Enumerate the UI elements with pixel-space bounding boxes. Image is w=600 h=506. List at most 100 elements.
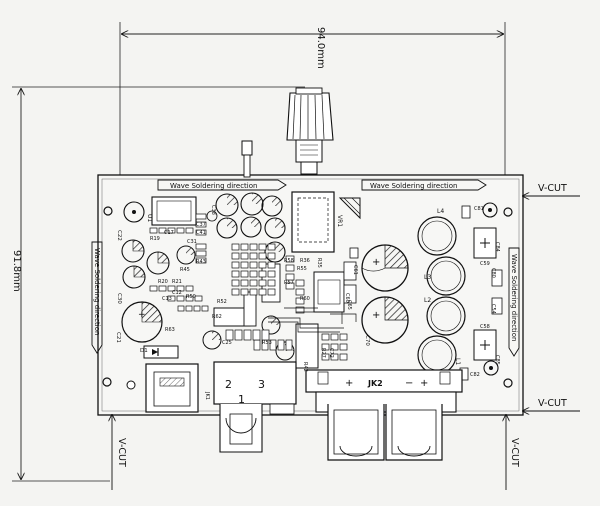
smd-part: [285, 282, 295, 290]
smd-part: [277, 339, 285, 351]
svg-text:C59: C59: [480, 261, 490, 267]
svg-text:C58: C58: [480, 324, 490, 330]
width-label: 94.0mm: [315, 27, 326, 69]
dimension-width: 94.0mm: [119, 22, 506, 180]
smd-part: [267, 270, 276, 278]
svg-text:C22: C22: [116, 230, 122, 241]
connector-jk2: − JK2 + − +: [305, 369, 463, 461]
smd-part: [231, 270, 240, 278]
vcut-label-3: V-CUT: [116, 438, 127, 467]
smd-part: [231, 243, 240, 251]
traces-center: [268, 307, 357, 333]
svg-text:Wave Soldering direction: Wave Soldering direction: [510, 254, 518, 341]
smd-part: [194, 295, 203, 302]
svg-text:R62: R62: [212, 314, 222, 320]
svg-text:R43: R43: [196, 259, 206, 265]
smd-part: [249, 270, 258, 278]
smd-part: [295, 306, 305, 314]
potentiometer-vr1: VR1: [286, 87, 343, 253]
svg-text:+: +: [345, 378, 353, 389]
svg-text:R57: R57: [284, 280, 294, 286]
smd-part: [339, 343, 348, 351]
svg-text:R42: R42: [302, 362, 308, 372]
smd-part: [249, 279, 258, 287]
smd-part: [167, 295, 176, 302]
smd-part: [176, 227, 185, 234]
svg-text:1: 1: [238, 393, 245, 406]
smd-part: [167, 285, 176, 292]
smd-part: [231, 261, 240, 269]
smd-part: [176, 285, 185, 292]
svg-text:R53: R53: [262, 340, 272, 346]
svg-text:JK2: JK2: [367, 379, 383, 388]
smd-part: [231, 252, 240, 260]
smd-part: [195, 213, 207, 220]
svg-text:L3: L3: [424, 274, 431, 281]
vcut-label-4: V-CUT: [509, 438, 520, 467]
smd-part: [185, 285, 194, 292]
svg-text:L1: L1: [454, 358, 461, 365]
smd-part: [201, 305, 209, 312]
smd-part: [339, 353, 348, 361]
smd-part: [185, 305, 193, 312]
regulator-u1: U1: [123, 196, 197, 226]
svg-text:C81: C81: [474, 206, 484, 212]
svg-text:R20: R20: [158, 279, 168, 285]
smd-part: [195, 229, 207, 236]
smd-part: [177, 305, 185, 312]
board-logo: [338, 197, 361, 220]
svg-text:R58: R58: [284, 258, 294, 264]
connector-j1-left: [126, 363, 199, 413]
smd-cluster-center: [225, 243, 348, 361]
vcut-label-2: V-CUT: [538, 398, 567, 409]
smd-part: [321, 343, 330, 351]
svg-text:C25: C25: [222, 340, 232, 346]
smd-part: [249, 261, 258, 269]
smd-part: [267, 288, 276, 296]
solder-arrow-left: Wave Soldering direction: [91, 241, 103, 354]
svg-text:C38: C38: [210, 205, 216, 215]
height-label: 91.8mm: [11, 250, 22, 292]
smd-part: [240, 279, 249, 287]
electrolytic-caps-left: C22 C30: [116, 230, 170, 304]
smd-cluster-left: [149, 213, 209, 312]
smd-part: [158, 285, 167, 292]
smd-part: [195, 221, 207, 228]
inductor-l2: L2: [424, 296, 466, 336]
svg-text:C12: C12: [172, 290, 182, 296]
smd-part: [249, 243, 258, 251]
smd-part: [240, 288, 249, 296]
smd-part: [176, 295, 185, 302]
smd-part: [253, 339, 261, 351]
smd-part: [267, 261, 276, 269]
svg-text:R45: R45: [180, 267, 190, 273]
smd-part: [195, 250, 207, 257]
smd-part: [267, 252, 276, 260]
svg-text:R52: R52: [217, 299, 227, 305]
svg-text:R21: R21: [172, 279, 182, 285]
svg-text:C65: C65: [346, 300, 352, 310]
vcut-markers: V-CUT V-CUT V-CUT V-CUT: [112, 183, 580, 490]
svg-text:C72: C72: [328, 348, 334, 358]
small-caps-mid: [343, 247, 359, 304]
smd-part: [158, 227, 167, 234]
dimension-height: 91.8mm: [11, 86, 305, 482]
svg-text:R19: R19: [150, 236, 160, 242]
svg-text:C60: C60: [344, 293, 350, 303]
smd-part: [249, 252, 258, 260]
capacitor-c21: + C21: [115, 301, 163, 343]
connector-jk1: 2 3 1 JK1: [204, 361, 297, 453]
svg-text:R50: R50: [186, 294, 196, 300]
svg-text:C80: C80: [490, 268, 496, 278]
svg-text:C13: C13: [162, 296, 172, 302]
svg-text:D1: D1: [140, 348, 148, 354]
smd-part: [285, 264, 295, 272]
smd-part: [285, 339, 293, 351]
svg-text:3: 3: [258, 378, 265, 391]
svg-text:Wave Soldering direction: Wave Soldering direction: [93, 248, 101, 335]
smd-part: [240, 270, 249, 278]
diode-d1: D1: [140, 345, 179, 359]
solder-arrow-top-left: Wave Soldering direction: [157, 179, 287, 191]
right-caps: C81 C59 C80 C54 C58 C82: [459, 202, 503, 381]
